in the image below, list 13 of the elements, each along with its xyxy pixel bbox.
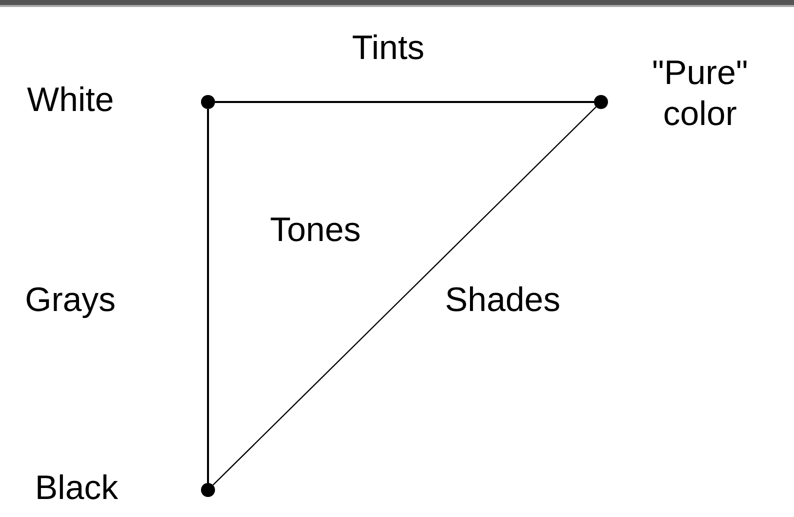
- connector-line: [207, 109, 209, 483]
- region-label: Tones: [270, 210, 361, 251]
- vertex-dot: [201, 483, 215, 497]
- vertex-label: Black: [35, 468, 118, 509]
- edge-label: Tints: [352, 28, 424, 69]
- vertex-label: "Pure" color: [651, 53, 749, 135]
- vertex-dot: [594, 95, 608, 109]
- connector-line: [215, 101, 594, 103]
- vertex-dot: [201, 95, 215, 109]
- connector-line: [212, 106, 596, 486]
- vertex-label: White: [27, 80, 114, 121]
- edge-label: Grays: [25, 280, 116, 321]
- edge-label: Shades: [445, 280, 560, 321]
